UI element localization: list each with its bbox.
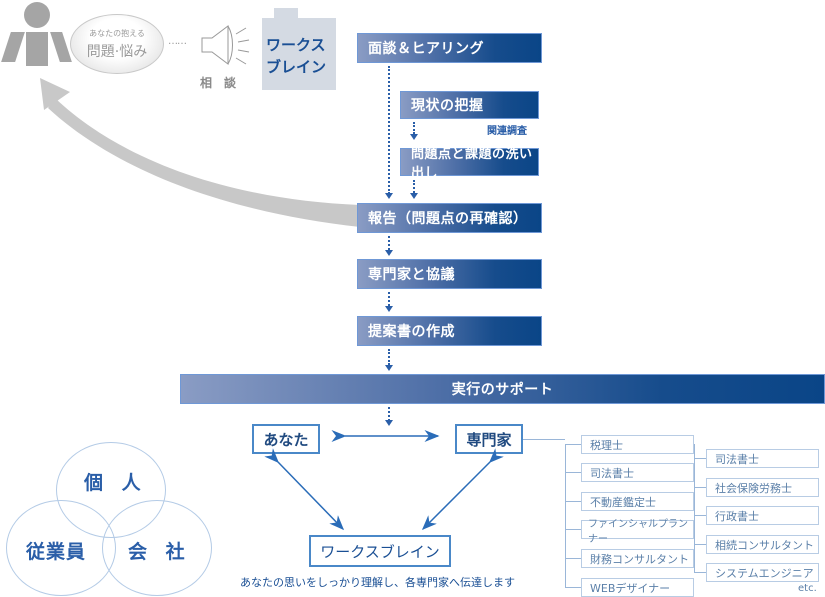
megaphone-icon [201, 25, 250, 65]
venn-label-employee: 従業員 [26, 541, 87, 563]
sub-dotted-line [413, 122, 415, 134]
company-label: ワークスブレイン [320, 542, 440, 561]
tree-connector [523, 439, 565, 440]
etc-label: etc. [798, 583, 817, 594]
company-name-line2: ブレイン [266, 58, 327, 76]
expert-label: 専門家 [466, 430, 512, 449]
expert-item: 税理士 [581, 435, 694, 454]
building-body [262, 18, 336, 90]
person-head [24, 2, 50, 28]
dotted-line [388, 407, 390, 421]
tree-branch [694, 515, 706, 516]
company-name-line1: ワークス [266, 36, 326, 54]
step-label: 報告（問題点の再確認） [368, 211, 528, 227]
expert-item: 行政書士 [706, 506, 819, 525]
step-current-status: 現状の把握 [400, 91, 539, 119]
consult-label: 相 談 [200, 76, 237, 90]
arrowhead [385, 365, 393, 371]
expert-item: 司法書士 [706, 449, 819, 468]
dotted-line [388, 292, 390, 306]
expert-item: 不動産鑑定士 [581, 492, 694, 511]
expert-item: 司法書士 [581, 463, 694, 482]
tree-branch [694, 458, 706, 459]
arrowhead [385, 306, 393, 312]
person-icon [0, 0, 80, 70]
arrowhead [385, 193, 393, 199]
tree-branch [565, 501, 581, 502]
bubble-small-text: あなたの抱える [89, 29, 145, 38]
venn-circle-company [102, 500, 212, 596]
sub-dotted-line [413, 180, 415, 193]
step-label: 専門家と協議 [368, 267, 455, 283]
arrowhead [410, 193, 418, 199]
return-arrow-head [40, 78, 70, 110]
tree-trunk-2 [694, 444, 695, 572]
step-identify-issues: 問題点と課題の洗い出し [400, 147, 539, 181]
bubble-large-text: 問題·悩み [86, 44, 148, 60]
dotted-line [388, 236, 390, 250]
tree-branch [565, 587, 581, 588]
expert-item: 財務コンサルタント [581, 549, 694, 568]
tree-branch [694, 572, 706, 573]
building-top [274, 8, 298, 20]
step-label: 現状の把握 [411, 98, 484, 114]
step-execution-support: 実行のサポート [180, 374, 825, 404]
arrowhead [410, 134, 418, 140]
step-label: 提案書の作成 [368, 324, 455, 340]
expert-item: 社会保険労務士 [706, 478, 819, 497]
tree-branch [565, 444, 581, 445]
person-body [26, 32, 48, 66]
venn-label-individual: 個 人 [84, 472, 147, 494]
arrowhead [385, 250, 393, 256]
tree-branch [565, 558, 581, 559]
expert-item: ファインシャルプランナー [581, 519, 694, 545]
step-label: 実行のサポート [451, 382, 554, 398]
arrow-you-company [264, 448, 345, 531]
step-interview-hearing: 面談＆ヒアリング [357, 33, 542, 63]
step-expert-discussion: 専門家と協議 [357, 259, 542, 289]
arrow-expert-company [421, 448, 504, 531]
tree-branch [694, 487, 706, 488]
triangle-caption: あなたの思いをしっかり理解し、各専門家へ伝達します [240, 576, 515, 589]
expert-item: 相続コンサルタント [706, 535, 819, 554]
return-arrow-body [48, 98, 360, 227]
arrowhead [385, 420, 393, 426]
dotted-line [388, 349, 390, 365]
tree-branch [565, 529, 581, 530]
venn-label-company: 会 社 [128, 541, 191, 563]
problem-bubble: あなたの抱える 問題·悩み [70, 14, 164, 74]
main-dotted-line [388, 66, 390, 194]
related-research-note: 関連調査 [487, 126, 527, 137]
connector-dots: …… [168, 36, 187, 47]
company-box: ワークスブレイン [309, 535, 451, 567]
step-label: 面談＆ヒアリング [368, 41, 484, 57]
step-report: 報告（問題点の再確認） [357, 203, 542, 233]
you-label: あなた [263, 430, 309, 449]
expert-item: WEBデザイナー [581, 578, 694, 597]
tree-trunk-1 [565, 444, 566, 587]
company-building: ワークス ブレイン [262, 8, 336, 90]
expert-item: システムエンジニア [706, 563, 819, 582]
tree-branch [694, 544, 706, 545]
step-label: 問題点と課題の洗い出し [411, 147, 533, 181]
step-proposal: 提案書の作成 [357, 316, 542, 346]
tree-branch [565, 472, 581, 473]
